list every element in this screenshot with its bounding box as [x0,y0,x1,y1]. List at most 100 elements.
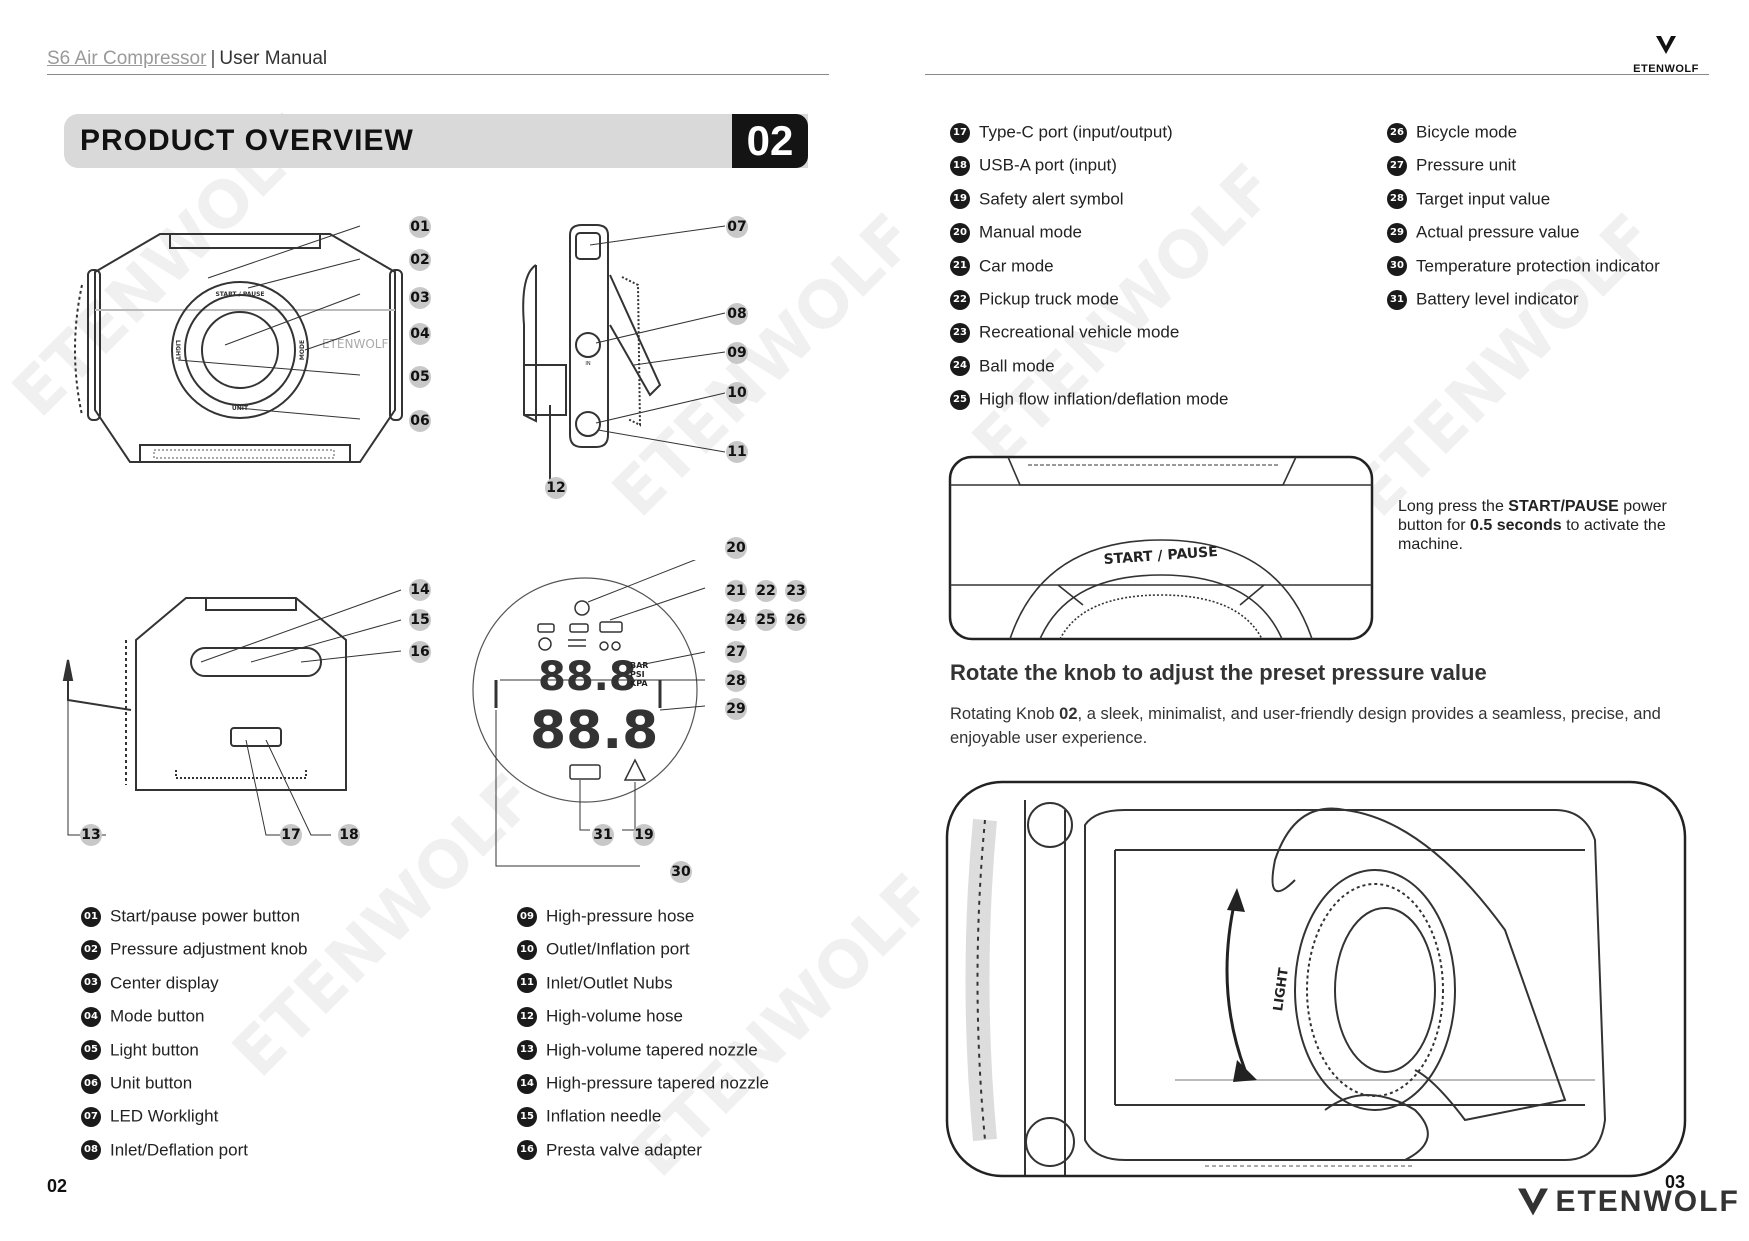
callout-28: 28 [725,670,747,692]
legend-number-badge: 27 [1387,155,1407,176]
legend-number-badge: 16 [517,1140,537,1161]
callout-30: 30 [670,861,692,883]
page-number-left: 02 [47,1176,68,1196]
legend-number-badge: 02 [81,939,101,960]
legend-number-badge: 25 [950,389,970,410]
callout-08: 08 [726,303,748,325]
callout-11: 11 [726,441,748,463]
side-in-label: IN [585,361,590,367]
start-pause-note: Long press the START/PAUSE power button … [1398,497,1698,554]
callout-17: 17 [280,824,302,846]
callout-01: 01 [409,216,431,238]
legend-label: Actual pressure value [1416,222,1580,242]
legend-number-badge: 14 [517,1073,537,1094]
legend-label: Outlet/Inflation port [546,939,690,959]
legend-label: High-volume tapered nozzle [546,1040,758,1060]
legend-number-badge: 30 [1387,256,1407,277]
knob-body-bold: 02 [1059,705,1078,723]
legend-number-badge: 08 [81,1140,101,1161]
callout-06: 06 [409,410,431,432]
start-note-bold-duration: 0.5 seconds [1470,517,1562,534]
legend-label: Manual mode [979,222,1083,242]
knob-heading: Rotate the knob to adjust the preset pre… [950,660,1487,685]
legend-number-badge: 03 [81,973,101,994]
legend-label: Recreational vehicle mode [979,322,1180,342]
display-unit-bar: BAR [630,661,648,670]
legend-number-badge: 04 [81,1006,101,1027]
callout-15: 15 [409,609,431,631]
callout-18: 18 [338,824,360,846]
callout-19: 19 [633,824,655,846]
legend-label: Start/pause power button [110,906,300,926]
legend-label: Mode button [110,1006,205,1026]
callout-10: 10 [726,382,748,404]
legend-number-badge: 24 [950,356,970,377]
front-light-label: LIGHT [174,340,181,361]
legend-item: 24 Ball mode [950,355,1055,377]
knob-body-pre: Rotating Knob [950,705,1060,723]
section-banner: PRODUCT OVERVIEW 02 [64,114,808,168]
legend-number-badge: 13 [517,1040,537,1061]
legend-label: Pickup truck mode [979,289,1119,309]
header-product-name: S6 Air Compressor [47,48,207,69]
legend-number-badge: 07 [81,1106,101,1127]
legend-item: 03 Center display [81,972,219,994]
legend-label: LED Worklight [110,1106,219,1126]
watermark-text: ETENWOLF [1339,200,1670,531]
start-note-pre: Long press the [1398,498,1509,515]
diagram-side-view: IN [522,224,726,486]
legend-label: Light button [110,1040,199,1060]
legend-label: Ball mode [979,356,1055,376]
legend-label: USB-A port (input) [979,155,1117,175]
legend-number-badge: 06 [81,1073,101,1094]
legend-number-badge: 09 [517,906,537,927]
legend-label: Battery level indicator [1416,289,1579,309]
legend-label: Car mode [979,256,1054,276]
callout-12: 12 [545,477,567,499]
legend-number-badge: 11 [517,973,537,994]
callout-05: 05 [409,366,431,388]
display-target-digits: 88.8 [538,654,637,700]
display-actual-digits: 88.8 [530,701,658,761]
legend-label: Bicycle mode [1416,122,1518,142]
legend-number-badge: 20 [950,222,970,243]
illustration-start-pause-label: START / PAUSE [1103,544,1218,568]
start-pause-illustration: START / PAUSE [948,455,1374,641]
legend-item: 10 Outlet/Inflation port [517,938,690,960]
callout-25: 25 [755,609,777,631]
front-start-pause-label: START / PAUSE [215,291,264,298]
front-mode-label: MODE [299,340,306,360]
legend-number-badge: 10 [517,939,537,960]
legend-label: Type-C port (input/output) [979,122,1173,142]
callout-03: 03 [409,287,431,309]
display-unit-kpa: KPA [630,679,648,688]
diagram-front-view: START / PAUSE UNIT LIGHT MODE ETENWOLF [74,225,403,463]
callout-14: 14 [409,579,431,601]
legend-item: 25 High flow inflation/deflation mode [950,388,1228,410]
callout-02: 02 [409,249,431,271]
legend-item: 08 Inlet/Deflation port [81,1139,248,1161]
start-note-post: to activate the machine. [1398,517,1666,553]
brand-logo-bottom-text: ETENWOLF [1555,1185,1740,1218]
legend-number-badge: 31 [1387,289,1407,310]
brand-logo-text: ETENWOLF [1633,63,1699,75]
front-brand-mark: ETENWOLF [322,337,388,351]
legend-number-badge: 29 [1387,222,1407,243]
callout-04: 04 [409,323,431,345]
wolf-logo-icon [1518,1188,1548,1216]
callout-20: 20 [725,537,747,559]
legend-label: Inlet/Deflation port [110,1140,248,1160]
legend-label: Center display [110,973,219,993]
legend-label: High flow inflation/deflation mode [979,389,1229,409]
callout-29: 29 [725,698,747,720]
start-note-bold-button: START/PAUSE [1508,498,1619,515]
